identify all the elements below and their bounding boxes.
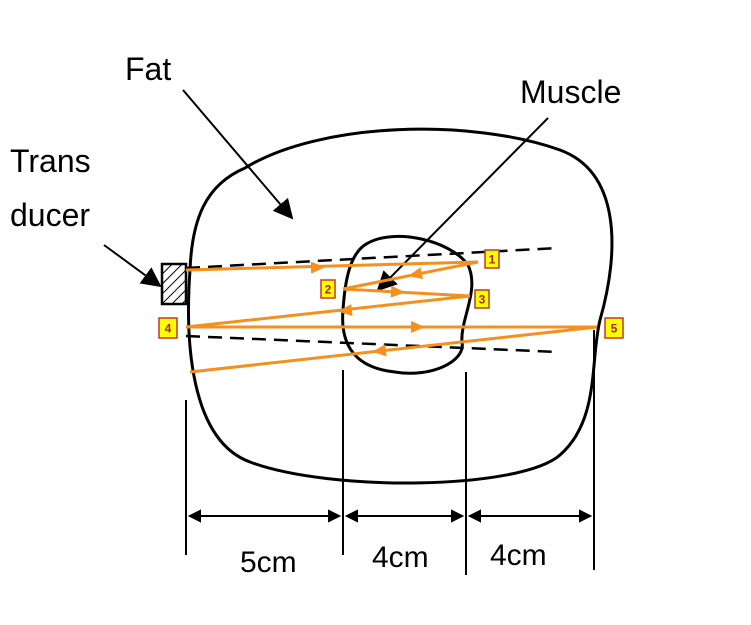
background-text xyxy=(150,60,620,590)
svg-text:4: 4 xyxy=(165,322,172,336)
svg-text:5: 5 xyxy=(611,322,618,336)
muscle-label: Muscle xyxy=(520,74,621,110)
ray-segment-3 xyxy=(342,287,471,298)
ray-arrowhead-1 xyxy=(310,261,325,274)
ray-arrowhead-3 xyxy=(390,285,405,298)
ray-arrowhead-6 xyxy=(372,344,387,357)
svg-text:3: 3 xyxy=(479,293,486,307)
transducer-block xyxy=(160,262,188,306)
ray-segment-4 xyxy=(185,294,471,329)
dimension-arrows xyxy=(187,509,593,523)
svg-text:2: 2 xyxy=(325,283,332,297)
dimension-label-2: 4cm xyxy=(490,539,547,572)
ray-arrowhead-5 xyxy=(411,321,425,333)
ultrasound-rays xyxy=(185,260,598,374)
svg-text:1: 1 xyxy=(489,253,496,267)
marker-1: 1 xyxy=(484,249,500,269)
muscle-leader-line xyxy=(376,117,549,292)
ray-arrowhead-2 xyxy=(408,267,423,280)
dimension-label-0: 5cm xyxy=(240,546,297,579)
ray-segment-6 xyxy=(189,325,598,374)
fat-outline xyxy=(187,127,614,485)
transducer-leader-line xyxy=(103,244,162,288)
beam-bottom-boundary xyxy=(185,334,559,354)
transducer-label-line2: ducer xyxy=(10,197,90,233)
fat-label: Fat xyxy=(125,51,171,87)
ray-segment-1 xyxy=(185,260,479,272)
ray-arrowhead-4 xyxy=(338,304,353,316)
marker-5: 5 xyxy=(604,317,624,339)
marker-3: 3 xyxy=(474,289,490,309)
dimension-label-1: 4cm xyxy=(372,541,429,574)
fat-leader-line xyxy=(182,89,294,220)
transducer-label-line1: Trans xyxy=(10,143,91,179)
marker-4: 4 xyxy=(158,317,178,339)
marker-2: 2 xyxy=(320,279,336,299)
